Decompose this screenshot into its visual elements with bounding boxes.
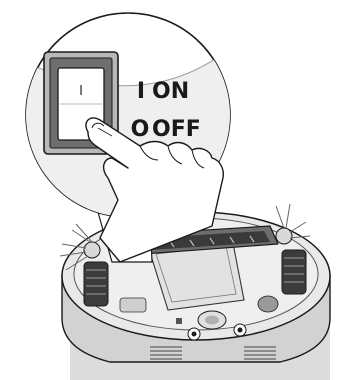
dust-sensor (120, 298, 146, 312)
right-wheel (282, 250, 306, 294)
rocker-mark: I (79, 84, 83, 99)
small-screw (176, 318, 182, 324)
left-wheel (84, 262, 108, 306)
on-indicator: I ON (137, 79, 189, 104)
on-symbol: I (137, 79, 145, 104)
on-label: ON (152, 79, 189, 104)
off-indicator: O OFF (131, 117, 201, 142)
cliff-sensor (258, 296, 278, 312)
off-label: OFF (152, 117, 201, 142)
off-symbol: O (131, 117, 150, 142)
caster-wheel (198, 311, 226, 329)
